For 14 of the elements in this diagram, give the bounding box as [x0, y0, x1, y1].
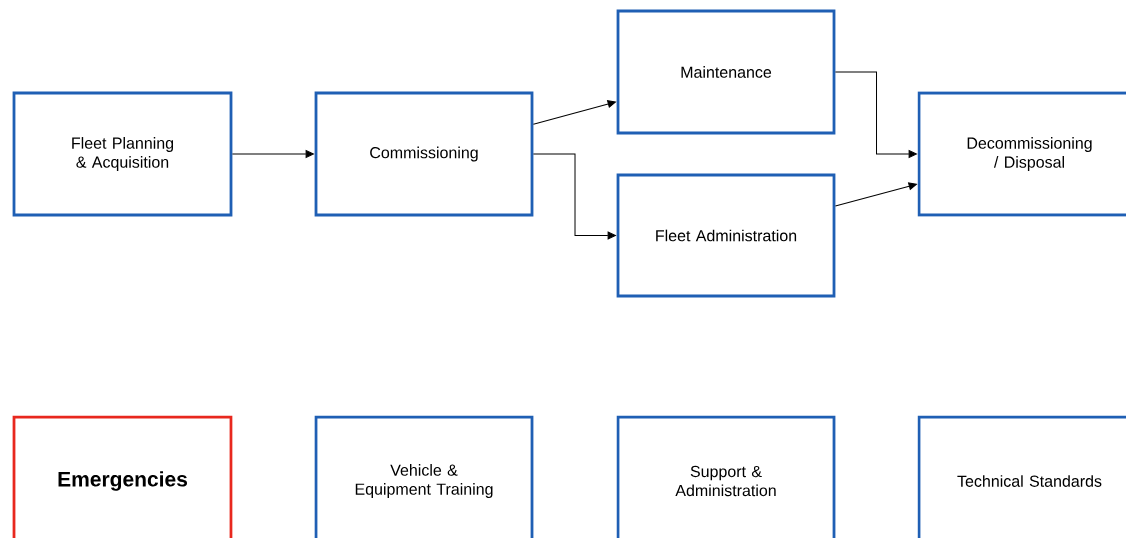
process-box: Support & Administration [616, 415, 836, 538]
process-box: Fleet Planning & Acquisition [12, 91, 233, 217]
process-box: Fleet Administration [616, 173, 836, 298]
emergency-box: Emergencies [12, 415, 233, 538]
arrow [532, 153, 616, 240]
process-box: Vehicle & Equipment Training [314, 415, 534, 538]
process-box: Commissioning [314, 91, 534, 217]
arrow [532, 100, 616, 125]
arrow [834, 71, 917, 158]
arrow [231, 150, 314, 158]
process-box: Decommissioning / Disposal [917, 91, 1126, 217]
process-box: Technical Standards [917, 415, 1126, 538]
arrow [834, 182, 917, 207]
process-box: Maintenance [616, 9, 836, 135]
